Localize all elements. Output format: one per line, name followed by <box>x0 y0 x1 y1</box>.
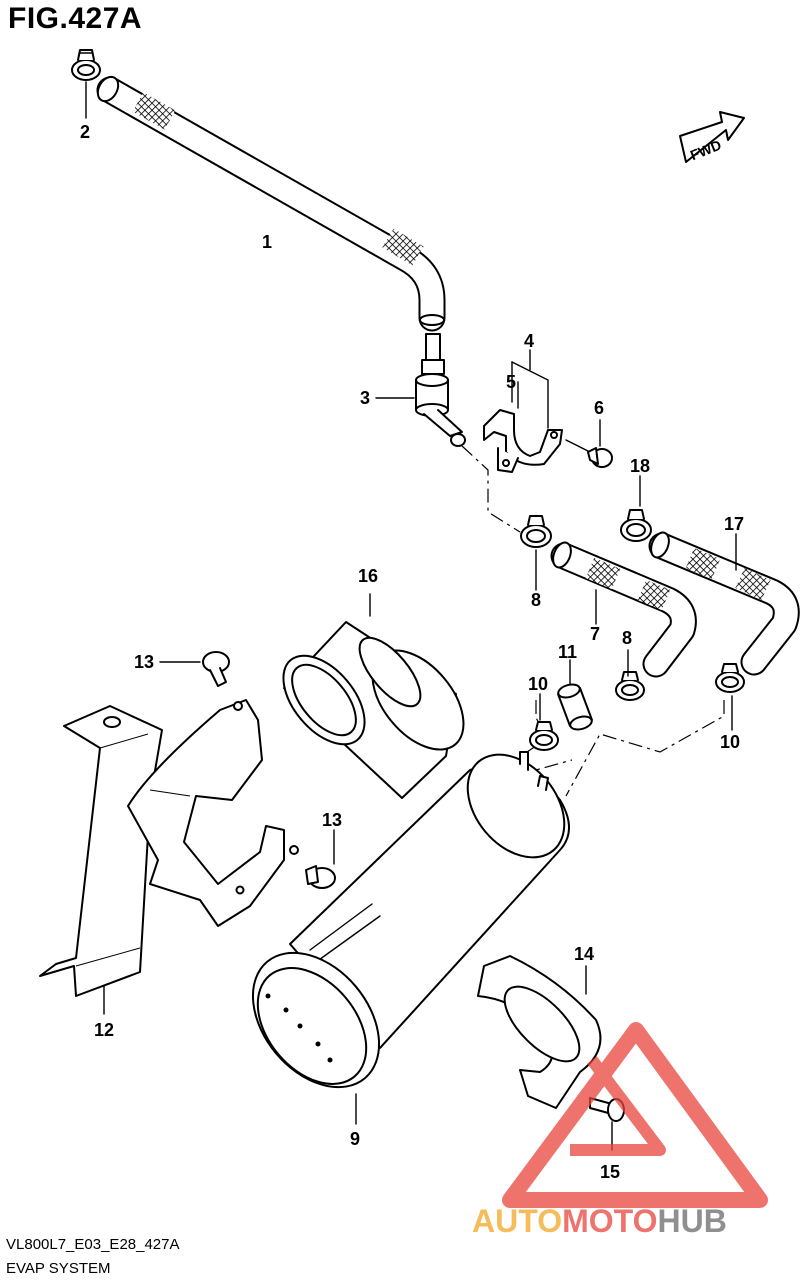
hose-part-17 <box>648 531 800 676</box>
callout-12: 12 <box>94 1020 114 1040</box>
clamp-part-8-lower <box>615 649 645 701</box>
callout-8-lower: 8 <box>622 628 632 648</box>
screw-part-15 <box>589 1097 625 1151</box>
cushion-part-16 <box>282 593 465 799</box>
callout-8-upper: 8 <box>531 590 541 610</box>
fwd-badge: FWD <box>679 111 745 163</box>
screw-part-6 <box>565 419 613 468</box>
callout-11: 11 <box>558 642 577 662</box>
callout-4: 4 <box>524 331 534 351</box>
routing-line <box>565 700 725 797</box>
footer-system-name: EVAP SYSTEM <box>6 1260 111 1277</box>
clamp-part-8-upper <box>520 515 552 591</box>
routing-line <box>516 700 573 771</box>
bracket-part-12 <box>39 699 299 1015</box>
callout-5: 5 <box>506 372 516 392</box>
clamp-part-10-right <box>715 663 745 731</box>
watermark-moto: MOTO <box>562 1203 657 1239</box>
callout-10-left: 10 <box>528 674 548 694</box>
figure-title: FIG.427A <box>8 2 143 35</box>
routing-line <box>461 445 521 533</box>
bolt-part-13-lower <box>305 829 336 889</box>
valve-part-3 <box>375 333 466 447</box>
watermark-hub: HUB <box>657 1203 726 1239</box>
callout-15: 15 <box>600 1162 620 1182</box>
watermark-logo: AUTOMOTOHUB <box>472 1022 768 1239</box>
tube-part-11 <box>557 659 593 731</box>
footer-model-code: VL800L7_E03_E28_427A <box>6 1236 180 1253</box>
callout-14: 14 <box>574 944 594 964</box>
band-part-14 <box>477 955 602 1109</box>
watermark-auto: AUTO <box>472 1203 562 1239</box>
hose-part-1 <box>96 75 446 332</box>
callout-3: 3 <box>360 388 370 408</box>
hose-part-7 <box>550 541 697 678</box>
callout-6: 6 <box>594 398 604 418</box>
watermark-brand: AUTOMOTOHUB <box>472 1203 727 1239</box>
bolt-part-13-upper <box>159 651 230 687</box>
clamp-part-10-left <box>529 693 559 751</box>
callout-9: 9 <box>350 1129 360 1149</box>
callout-2: 2 <box>80 122 90 142</box>
callout-18: 18 <box>630 456 650 476</box>
callout-13-lower: 13 <box>322 810 342 830</box>
bracket-part-4 <box>483 349 563 473</box>
callout-7: 7 <box>590 624 600 644</box>
callout-17: 17 <box>724 514 744 534</box>
callout-1: 1 <box>262 232 272 252</box>
canister-part-9 <box>251 751 570 1125</box>
clamp-part-2 <box>71 49 101 119</box>
callout-10-right: 10 <box>720 732 740 752</box>
clamp-part-18 <box>620 475 652 542</box>
callout-13-upper: 13 <box>134 652 154 672</box>
callout-16: 16 <box>358 566 378 586</box>
